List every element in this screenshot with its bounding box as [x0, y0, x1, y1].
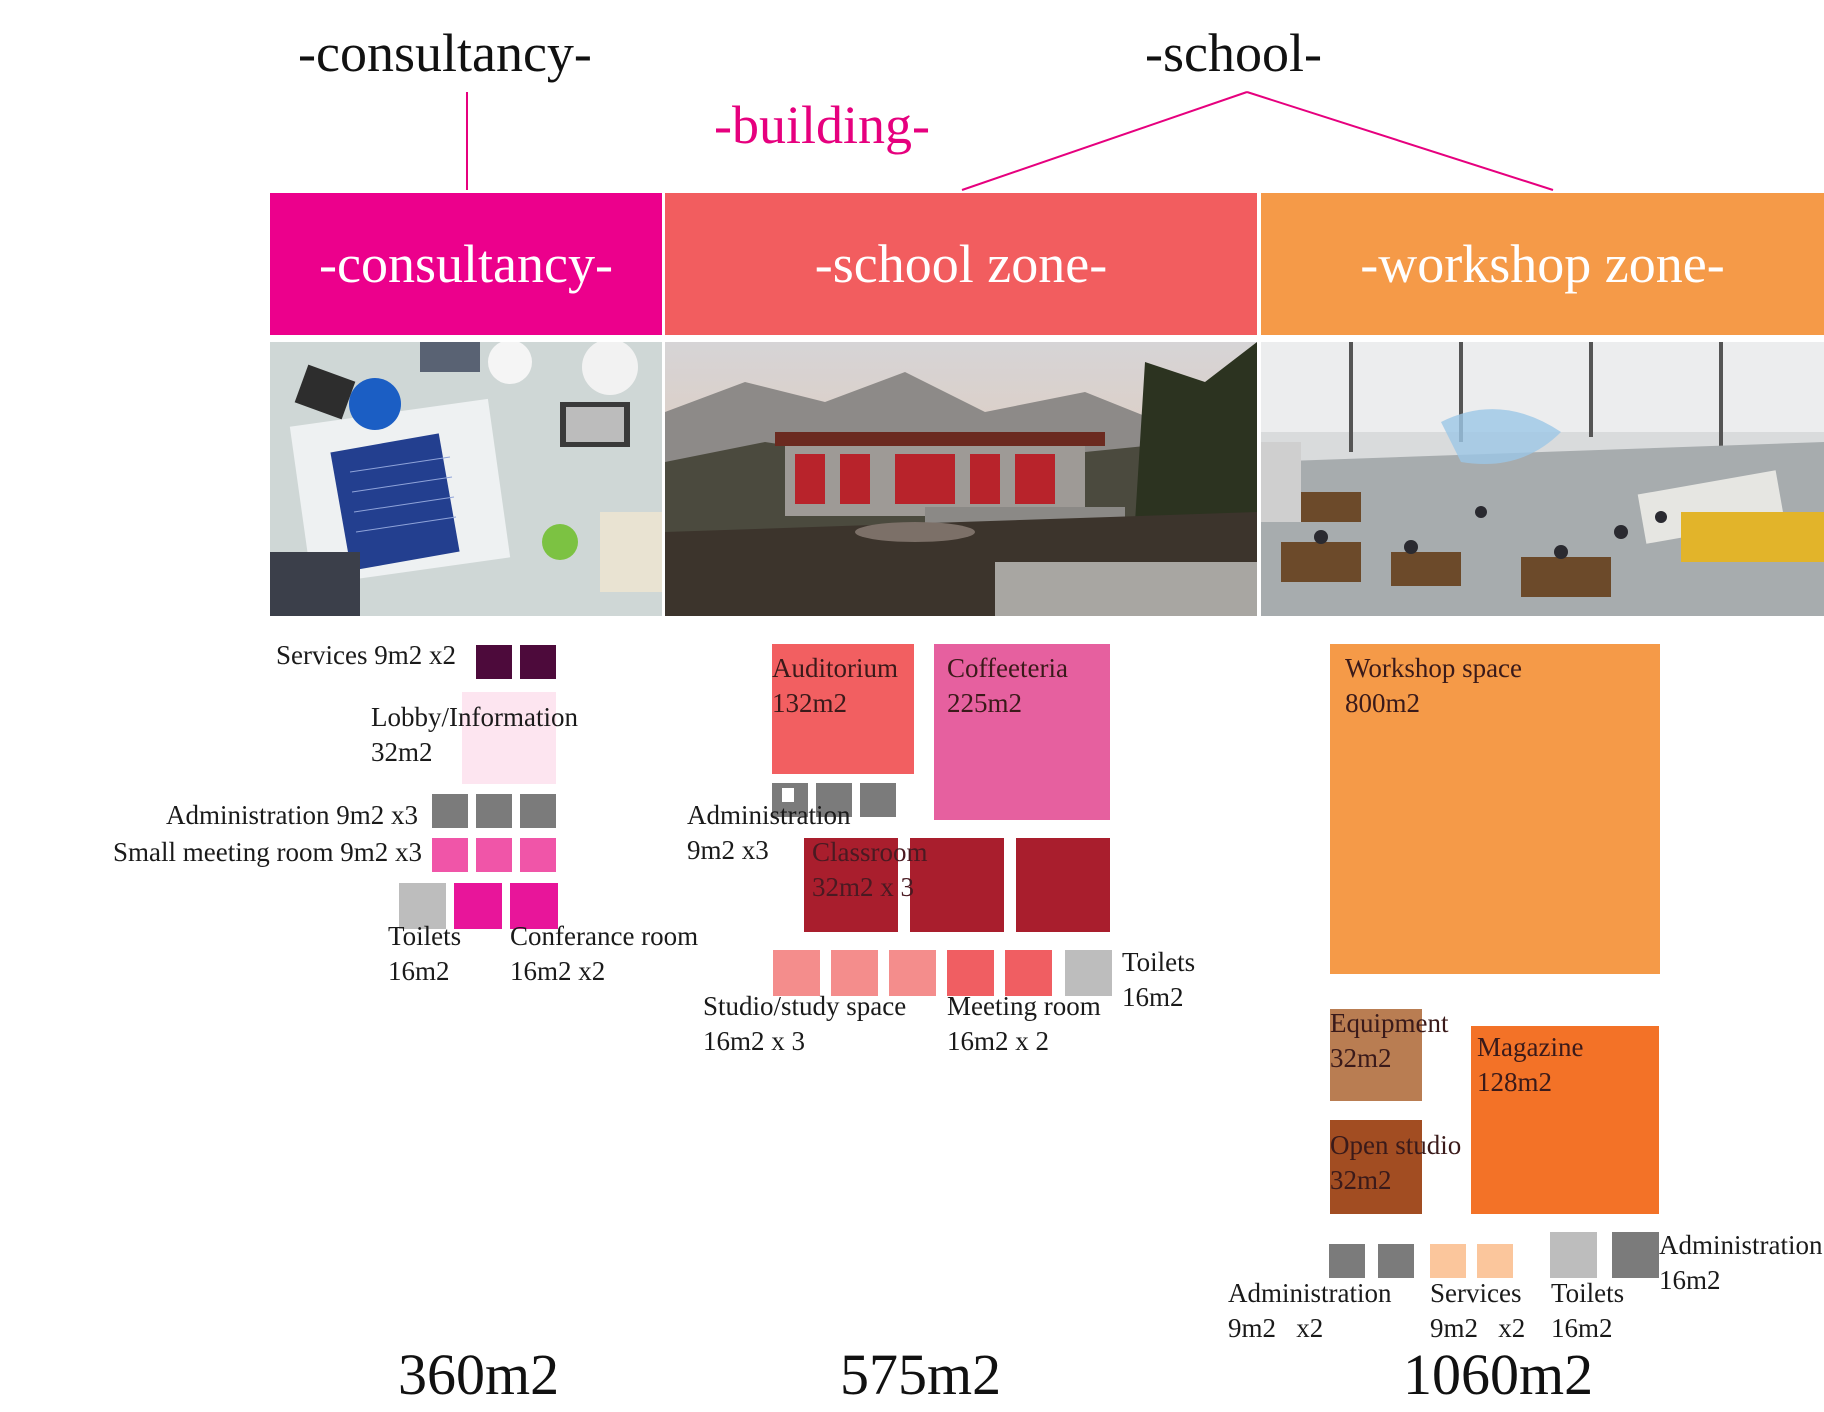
consultancy-lobby-room	[462, 692, 556, 784]
consultancy-services-room-1	[476, 645, 512, 679]
consultancy-conference-room-1	[454, 883, 502, 929]
consultancy-toilets-label: Toilets 16m2	[388, 921, 462, 986]
consultancy-lobby-label: Lobby/Information 32m2	[371, 702, 578, 767]
school-total: 575m2	[840, 1342, 1002, 1407]
zone-band-school: -school zone-	[665, 193, 1257, 335]
workshop-administration-2-label: Administration 16m2	[1659, 1230, 1823, 1295]
school-studio-label: Studio/study space 16m2 x 3	[703, 991, 907, 1056]
school-admin-room-2	[816, 783, 852, 817]
school-classroom-3	[1016, 838, 1110, 932]
consultancy-meeting-room-2	[476, 838, 512, 872]
consultancy-toilets-room	[399, 883, 446, 929]
school-classroom-label: Classroom 32m2 x 3	[812, 837, 928, 902]
school-auditorium-label: Auditorium 132m2	[772, 653, 898, 718]
consultancy-meeting-room-3	[520, 838, 556, 872]
consultancy-conference-label: Conferance room 16m2 x2	[510, 921, 699, 986]
workshop-equipment-label: Equipment 32m2	[1330, 1008, 1449, 1073]
consultancy-total: 360m2	[398, 1342, 560, 1407]
school-connector-left	[961, 91, 1248, 191]
workshop-services-room-2	[1477, 1244, 1513, 1278]
workshop-admin-large-room	[1612, 1232, 1659, 1278]
heading-connector-lines	[466, 91, 1554, 191]
school-classroom-1	[804, 838, 898, 932]
workshop-toilets-room	[1550, 1232, 1597, 1278]
school-meeting-label: Meeting room 16m2 x 2	[947, 991, 1101, 1056]
workshop-total: 1060m2	[1403, 1342, 1594, 1407]
school-admin-room-3	[860, 783, 896, 817]
consultancy-conference-room-2	[510, 883, 558, 929]
consultancy-small-meeting-label: Small meeting room 9m2 x3	[113, 837, 422, 867]
workshop-magazine-label: Magazine 128m2	[1477, 1032, 1584, 1097]
workshop-services-label: Services 9m2 x2	[1430, 1278, 1526, 1343]
school-administration-label: Administration 9m2 x3	[687, 800, 851, 865]
heading-building: -building-	[714, 95, 930, 155]
consultancy-admin-room-3	[520, 794, 556, 828]
photo-school-building	[665, 342, 1257, 616]
school-auditorium-room	[772, 644, 914, 774]
workshop-magazine-room	[1471, 1026, 1659, 1214]
consultancy-meeting-room-1	[432, 838, 468, 872]
workshop-services-room-1	[1430, 1244, 1466, 1278]
school-connector-right	[1246, 91, 1554, 191]
workshop-open-studio-room	[1330, 1120, 1422, 1214]
school-admin-door-icon	[782, 788, 794, 802]
school-studio-room-3	[889, 950, 936, 996]
school-coffeeteria-label: Coffeeteria 225m2	[947, 653, 1068, 718]
school-toilets-room	[1065, 950, 1112, 996]
school-toilets-label: Toilets 16m2	[1122, 947, 1196, 1012]
consultancy-administration-label: Administration 9m2 x3	[166, 800, 418, 830]
school-studio-room-2	[831, 950, 878, 996]
zone-band-consultancy: -consultancy-	[270, 193, 662, 335]
workshop-admin-room-2	[1378, 1244, 1414, 1278]
school-studio-room-1	[773, 950, 820, 996]
workshop-administration-label: Administration 9m2 x2	[1228, 1278, 1392, 1343]
consultancy-services-room-2	[520, 645, 556, 679]
heading-school: -school-	[1145, 23, 1322, 83]
school-coffeeteria-room	[934, 644, 1110, 820]
consultancy-admin-room-1	[432, 794, 468, 828]
workshop-equipment-room	[1330, 1009, 1422, 1101]
zone-band-workshop: -workshop zone-	[1261, 193, 1824, 335]
consultancy-admin-room-2	[476, 794, 512, 828]
workshop-space-label: Workshop space 800m2	[1345, 653, 1523, 718]
school-meeting-room-1	[947, 950, 994, 996]
heading-consultancy: -consultancy-	[298, 23, 592, 83]
photo-consultancy-meeting	[270, 342, 662, 616]
consultancy-services-label: Services 9m2 x2	[276, 640, 456, 670]
workshop-toilets-label: Toilets 16m2	[1551, 1278, 1625, 1343]
workshop-admin-room-1	[1329, 1244, 1365, 1278]
photo-workshop-hall	[1261, 342, 1824, 616]
school-meeting-room-2	[1005, 950, 1052, 996]
workshop-space-room	[1330, 644, 1660, 974]
school-classroom-2	[910, 838, 1004, 932]
workshop-open-studio-label: Open studio 32m2	[1330, 1130, 1462, 1195]
